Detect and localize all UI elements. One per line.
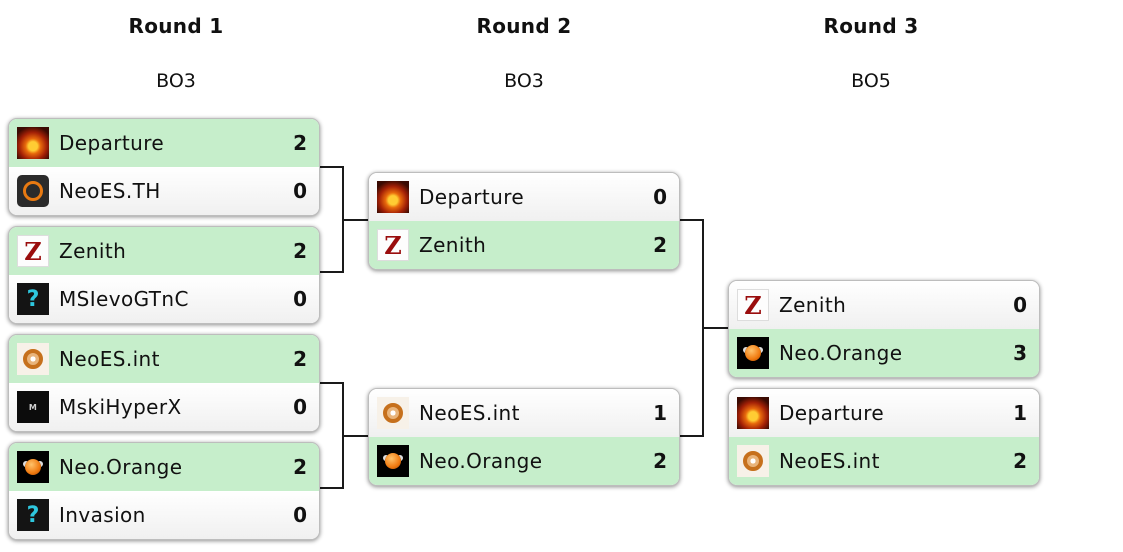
- team-row[interactable]: Z Zenith 0: [729, 281, 1039, 329]
- unknown-team-icon: ?: [17, 499, 49, 531]
- team-row[interactable]: Departure 0: [369, 173, 679, 221]
- team-score: 1: [1013, 401, 1027, 425]
- team-score: 2: [653, 233, 667, 257]
- match-r1-3[interactable]: NeoES.int 2 M MskiHyperX 0: [8, 334, 320, 432]
- match-r3-final[interactable]: Z Zenith 0 Neo.Orange 3: [728, 280, 1040, 378]
- neoes-int-logo-icon: [377, 397, 409, 429]
- team-score: 0: [293, 395, 307, 419]
- team-row[interactable]: NeoES.int 2: [9, 335, 319, 383]
- team-name: Zenith: [419, 233, 487, 257]
- team-score: 3: [1013, 341, 1027, 365]
- team-score: 2: [293, 131, 307, 155]
- team-name: NeoES.TH: [59, 179, 161, 203]
- team-name: Invasion: [59, 503, 146, 527]
- team-row[interactable]: Neo.Orange 2: [9, 443, 319, 491]
- team-score: 1: [653, 401, 667, 425]
- team-score: 0: [293, 179, 307, 203]
- unknown-team-icon: ?: [17, 283, 49, 315]
- team-row[interactable]: NeoES.int 2: [729, 437, 1039, 485]
- team-score: 2: [1013, 449, 1027, 473]
- neo-orange-logo-icon: [377, 445, 409, 477]
- team-name: Neo.Orange: [419, 449, 543, 473]
- team-name: Departure: [419, 185, 525, 209]
- team-score: 0: [293, 503, 307, 527]
- team-name: Neo.Orange: [779, 341, 903, 365]
- team-score: 2: [653, 449, 667, 473]
- round-format: BO3: [156, 70, 196, 92]
- neo-orange-logo-icon: [17, 451, 49, 483]
- match-r1-2[interactable]: Z Zenith 2 ? MSIevoGTnC 0: [8, 226, 320, 324]
- mskihyperx-logo-icon: M: [17, 391, 49, 423]
- departure-logo-icon: [17, 127, 49, 159]
- round-title: Round 3: [823, 14, 919, 38]
- team-name: Neo.Orange: [59, 455, 183, 479]
- team-name: MSIevoGTnC: [59, 287, 189, 311]
- neoes-th-logo-icon: [17, 175, 49, 207]
- team-score: 2: [293, 347, 307, 371]
- match-r1-4[interactable]: Neo.Orange 2 ? Invasion 0: [8, 442, 320, 540]
- neoes-int-logo-icon: [737, 445, 769, 477]
- team-score: 0: [293, 287, 307, 311]
- team-name: Departure: [779, 401, 885, 425]
- departure-logo-icon: [377, 181, 409, 213]
- zenith-logo-icon: Z: [377, 229, 409, 261]
- round-title: Round 1: [128, 14, 224, 38]
- team-name: MskiHyperX: [59, 395, 182, 419]
- team-name: NeoES.int: [59, 347, 160, 371]
- zenith-logo-icon: Z: [17, 235, 49, 267]
- team-name: Departure: [59, 131, 165, 155]
- team-row[interactable]: ? Invasion 0: [9, 491, 319, 539]
- round-title: Round 2: [476, 14, 572, 38]
- team-row[interactable]: Departure 2: [9, 119, 319, 167]
- match-r2-2[interactable]: NeoES.int 1 Neo.Orange 2: [368, 388, 680, 486]
- team-score: 2: [293, 239, 307, 263]
- match-r3-third-place[interactable]: Departure 1 NeoES.int 2: [728, 388, 1040, 486]
- team-row[interactable]: NeoES.int 1: [369, 389, 679, 437]
- departure-logo-icon: [737, 397, 769, 429]
- team-row[interactable]: ? MSIevoGTnC 0: [9, 275, 319, 323]
- round-format: BO5: [851, 70, 891, 92]
- team-name: Zenith: [59, 239, 127, 263]
- team-row[interactable]: M MskiHyperX 0: [9, 383, 319, 431]
- team-row[interactable]: Z Zenith 2: [9, 227, 319, 275]
- neo-orange-logo-icon: [737, 337, 769, 369]
- team-name: NeoES.int: [419, 401, 520, 425]
- team-score: 0: [1013, 293, 1027, 317]
- team-name: Zenith: [779, 293, 847, 317]
- team-row[interactable]: Neo.Orange 2: [369, 437, 679, 485]
- round-format: BO3: [504, 70, 544, 92]
- team-score: 2: [293, 455, 307, 479]
- neoes-int-logo-icon: [17, 343, 49, 375]
- team-name: NeoES.int: [779, 449, 880, 473]
- match-r2-1[interactable]: Departure 0 Z Zenith 2: [368, 172, 680, 270]
- zenith-logo-icon: Z: [737, 289, 769, 321]
- team-row[interactable]: Departure 1: [729, 389, 1039, 437]
- team-row[interactable]: NeoES.TH 0: [9, 167, 319, 215]
- team-score: 0: [653, 185, 667, 209]
- team-row[interactable]: Neo.Orange 3: [729, 329, 1039, 377]
- team-row[interactable]: Z Zenith 2: [369, 221, 679, 269]
- match-r1-1[interactable]: Departure 2 NeoES.TH 0: [8, 118, 320, 216]
